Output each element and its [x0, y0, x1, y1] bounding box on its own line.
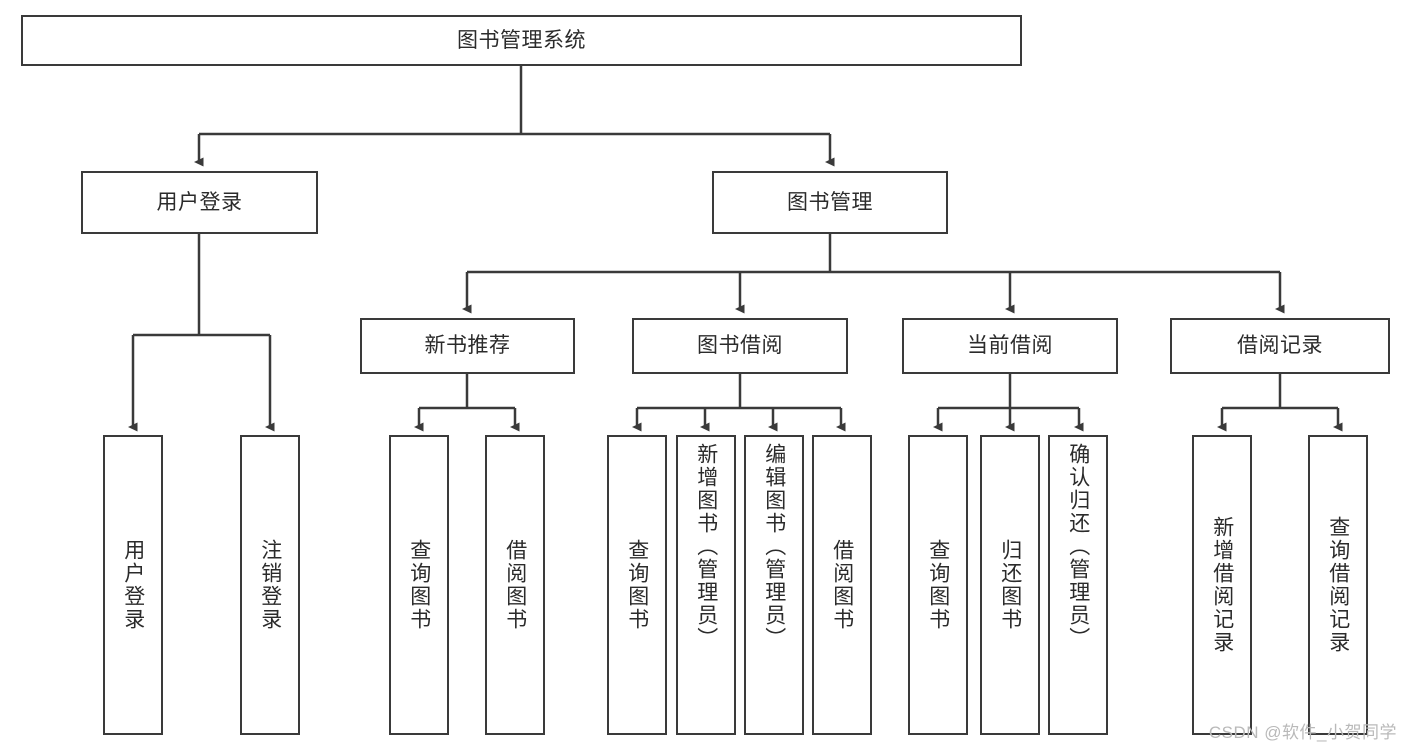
- leaf-query-book-3[interactable]: 查询图书: [908, 435, 968, 735]
- node-current-borrow[interactable]: 当前借阅: [902, 318, 1118, 374]
- leaf-confirm-return[interactable]: 确认归还（管理员）: [1048, 435, 1108, 735]
- leaf-label: 查询借阅记录: [1326, 516, 1350, 654]
- node-borrow-record[interactable]: 借阅记录: [1170, 318, 1390, 374]
- leaf-add-book[interactable]: 新增图书（管理员）: [676, 435, 736, 735]
- leaf-label: 归还图书: [998, 539, 1022, 631]
- node-new-book-recommend[interactable]: 新书推荐: [360, 318, 575, 374]
- leaf-user-login[interactable]: 用户登录: [103, 435, 163, 735]
- node-label: 当前借阅: [967, 334, 1053, 358]
- leaf-query-record[interactable]: 查询借阅记录: [1308, 435, 1368, 735]
- node-label: 图书借阅: [697, 334, 783, 358]
- leaf-edit-book[interactable]: 编辑图书（管理员）: [744, 435, 804, 735]
- leaf-query-book-1[interactable]: 查询图书: [389, 435, 449, 735]
- leaf-label: 查询图书: [407, 539, 431, 631]
- node-book-manage[interactable]: 图书管理: [712, 171, 948, 234]
- leaf-label: 借阅图书: [503, 539, 527, 631]
- node-label: 新书推荐: [424, 334, 511, 358]
- node-label: 图书管理: [787, 190, 873, 214]
- leaf-add-record[interactable]: 新增借阅记录: [1192, 435, 1252, 735]
- leaf-label: 用户登录: [121, 539, 145, 631]
- leaf-label: 查询图书: [926, 539, 950, 631]
- leaf-label: 编辑图书（管理员）: [762, 443, 786, 650]
- leaf-label: 借阅图书: [830, 539, 854, 631]
- leaf-label: 查询图书: [625, 539, 649, 631]
- node-root-system[interactable]: 图书管理系统: [21, 15, 1022, 66]
- leaf-query-book-2[interactable]: 查询图书: [607, 435, 667, 735]
- node-user-login[interactable]: 用户登录: [81, 171, 318, 234]
- leaf-label: 确认归还（管理员）: [1066, 443, 1090, 650]
- node-label: 用户登录: [156, 190, 243, 214]
- node-book-borrow[interactable]: 图书借阅: [632, 318, 848, 374]
- leaf-borrow-book-1[interactable]: 借阅图书: [485, 435, 545, 735]
- leaf-label: 新增借阅记录: [1210, 516, 1234, 654]
- leaf-return-book[interactable]: 归还图书: [980, 435, 1040, 735]
- node-label: 图书管理系统: [457, 28, 586, 52]
- leaf-label: 注销登录: [258, 539, 282, 631]
- leaf-borrow-book-2[interactable]: 借阅图书: [812, 435, 872, 735]
- leaf-label: 新增图书（管理员）: [694, 443, 718, 650]
- leaf-user-logout[interactable]: 注销登录: [240, 435, 300, 735]
- node-label: 借阅记录: [1237, 334, 1323, 358]
